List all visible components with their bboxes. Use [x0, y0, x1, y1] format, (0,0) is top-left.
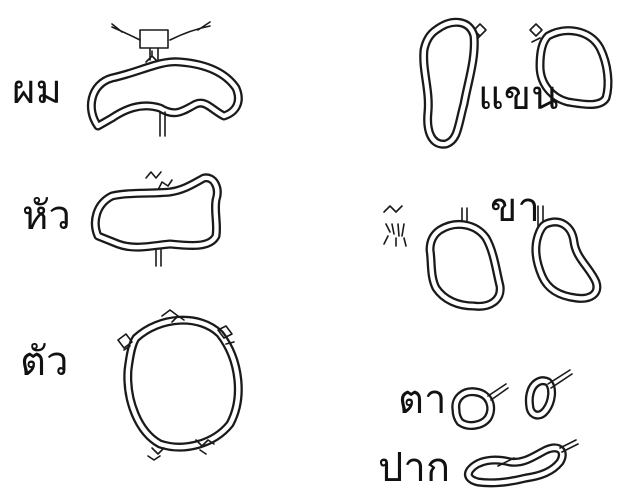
- label-leg: ขา: [490, 188, 540, 228]
- eye-shape-right: [529, 370, 572, 415]
- leg-shape-right: [536, 206, 597, 298]
- label-mouth: ปาก: [378, 448, 450, 488]
- label-eye: ตา: [398, 380, 446, 420]
- mouth-shape: [468, 440, 578, 483]
- label-body: ตัว: [20, 342, 68, 382]
- arm-shape-left: [424, 22, 486, 144]
- hair-shape: [91, 22, 238, 136]
- label-arm: แขน: [478, 76, 558, 116]
- body-shape: [118, 310, 238, 460]
- leg-shape-left: [384, 206, 500, 306]
- label-hair: ผม: [12, 70, 62, 110]
- eye-shape-left: [456, 384, 508, 425]
- label-head: หัว: [22, 196, 71, 236]
- head-shape: [95, 172, 217, 266]
